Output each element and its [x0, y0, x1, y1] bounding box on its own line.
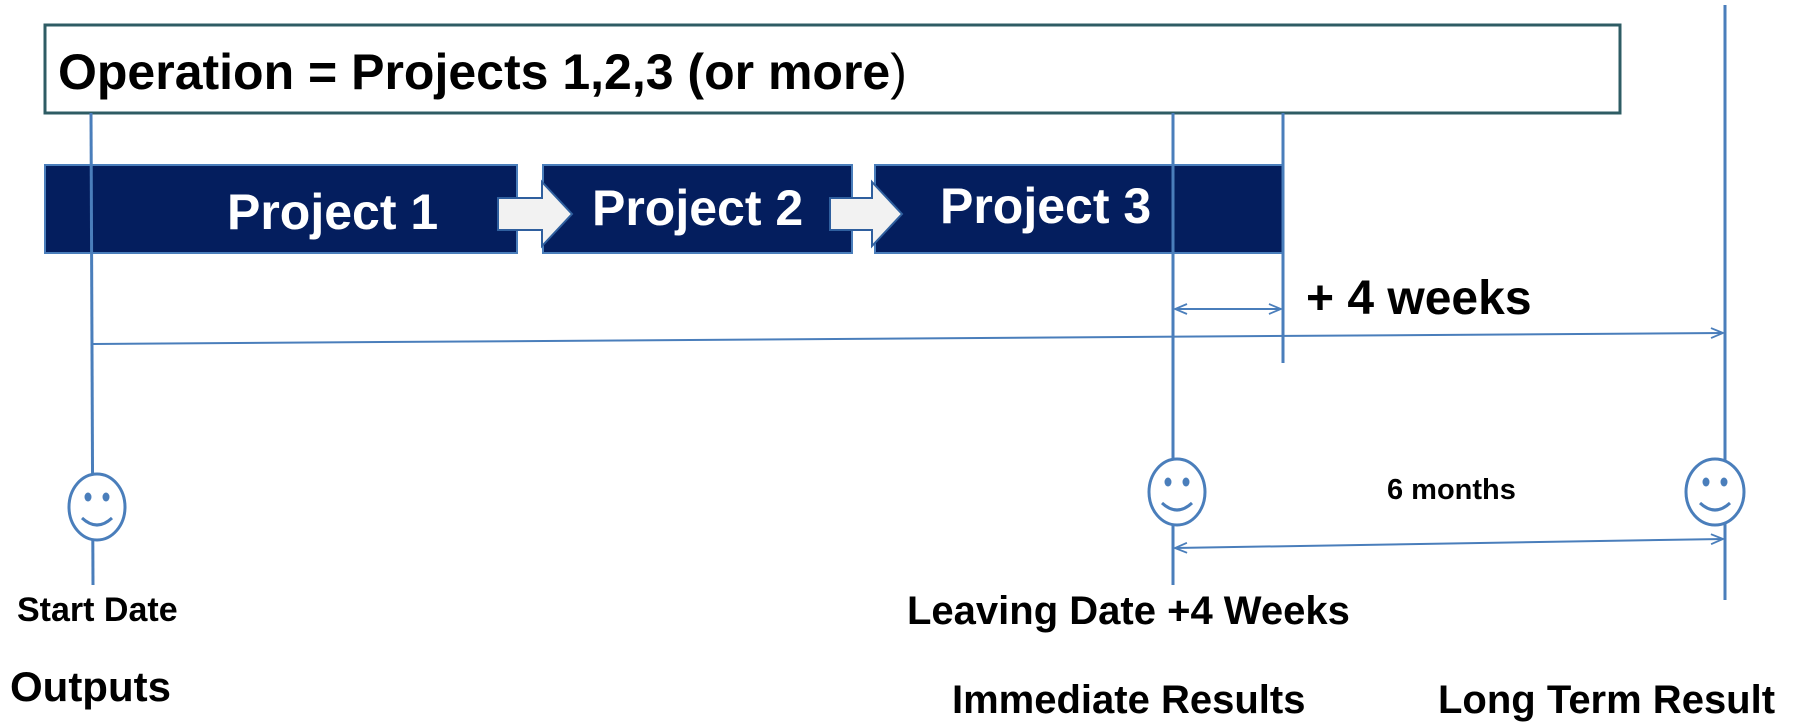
project-3-label: Project 3 — [940, 178, 1151, 234]
overall-timeline-arrow — [92, 333, 1723, 345]
project-3-bar — [874, 164, 1284, 254]
project-1-bar — [44, 164, 518, 254]
project-2-label: Project 2 — [592, 180, 803, 236]
immediate-results-label: Immediate Results — [952, 678, 1305, 722]
six-months-label: 6 months — [1387, 474, 1516, 506]
smiley-face-icon — [1147, 457, 1207, 527]
project-2-bar — [542, 164, 853, 254]
outputs-label: Outputs — [10, 663, 171, 710]
leaving-date-label: Leaving Date +4 Weeks — [907, 589, 1350, 633]
smiley-face-icon — [1684, 457, 1746, 527]
six-months-arrow — [1175, 539, 1723, 548]
operation-title: Operation = Projects 1,2,3 (or more) — [58, 44, 907, 100]
operation-box — [43, 23, 1622, 115]
start-date-label: Start Date — [17, 591, 178, 629]
smiley-face-icon — [67, 472, 127, 542]
long-term-result-label: Long Term Result — [1438, 678, 1775, 722]
four-weeks-label: + 4 weeks — [1306, 272, 1532, 325]
right-arrow-icon — [497, 179, 574, 249]
project-1-label: Project 1 — [227, 184, 438, 240]
right-arrow-icon — [829, 179, 904, 249]
